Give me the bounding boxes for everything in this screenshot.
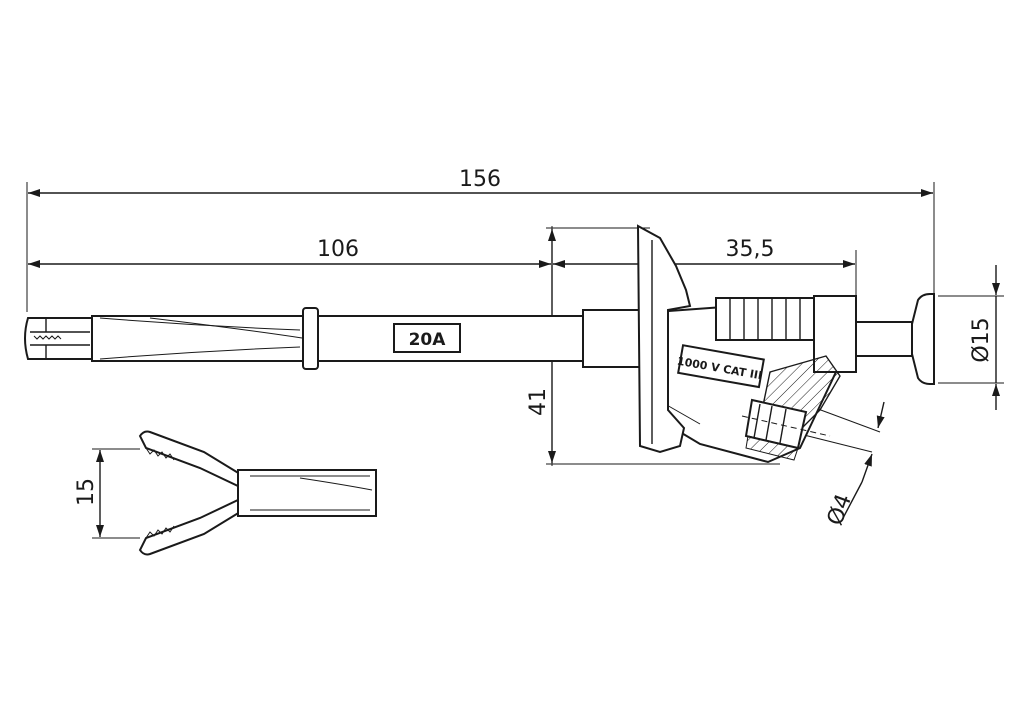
dimension-guard-to-grip: 35,5	[553, 237, 857, 296]
dimension-label-length-to-guard: 106	[317, 237, 359, 262]
neck	[582, 309, 642, 368]
dimension-label-height: 41	[526, 388, 551, 416]
current-rating-text: 20A	[409, 330, 447, 350]
dimension-jaw-opening: 15	[74, 448, 140, 539]
dimension-label-jaw-opening: 15	[74, 478, 99, 506]
jaw-tip	[24, 317, 93, 360]
dimension-label-diameter-grip: Ø15	[969, 317, 994, 362]
probe-side-view: 20A	[24, 224, 935, 464]
dimension-diameter-grip: Ø15	[938, 265, 1004, 410]
current-rating-label: 20A	[393, 323, 461, 353]
jaw-detail-view	[138, 430, 377, 556]
collar	[302, 307, 319, 370]
finger-guard	[636, 224, 692, 454]
dimension-label-guard-to-grip: 35,5	[726, 237, 775, 262]
thumb-disc	[911, 293, 935, 385]
grip-sleeve	[715, 297, 815, 341]
socket-section	[741, 355, 841, 461]
barrel	[91, 315, 304, 362]
plunger-rod	[855, 321, 913, 357]
dimension-label-overall-length: 156	[459, 167, 501, 192]
dimension-overall-length: 156	[26, 167, 935, 312]
rating-plate: 1000 V CAT III	[676, 344, 765, 389]
dimension-label-diameter-socket: Ø4	[823, 491, 857, 529]
